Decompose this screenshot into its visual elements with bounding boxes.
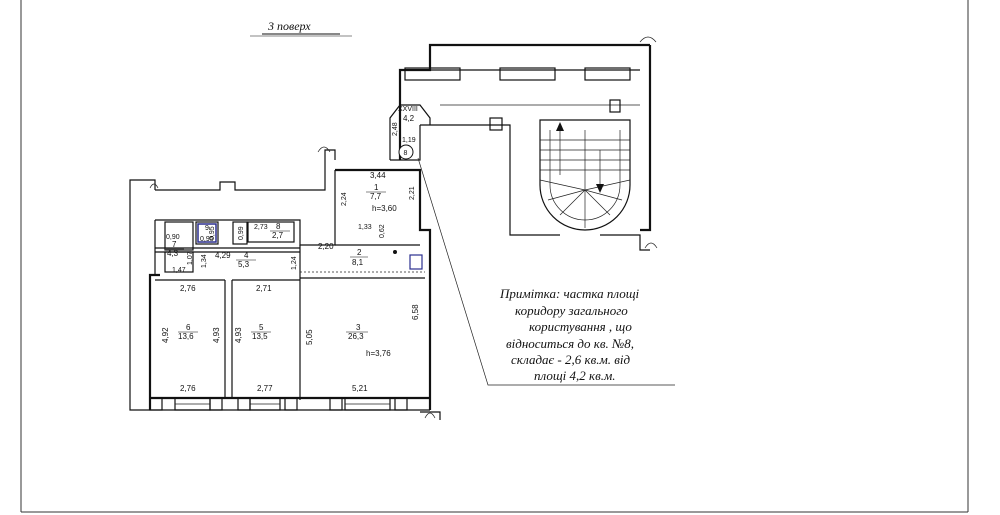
windows (149, 397, 408, 411)
dim-224: 2,24 (341, 192, 348, 206)
stove-fixture (409, 254, 423, 270)
dim-220: 2,20 (318, 242, 334, 251)
note-line-3: користування , що (529, 319, 632, 334)
dim-099: 0,99 (238, 226, 245, 240)
room-6-area: 13,6 (178, 332, 194, 341)
note-line-1: Примітка: частка площі (499, 286, 640, 301)
dim-344: 3,44 (370, 171, 386, 180)
room-4-area: 5,3 (238, 260, 250, 269)
room-9-area: 0,95 (209, 226, 216, 240)
dim-221: 2,21 (409, 186, 416, 200)
dim-273: 2,73 (254, 224, 268, 231)
room-3-height: h=3,76 (366, 349, 391, 358)
room-5-number: 5 (259, 323, 264, 332)
room-7-area: 4,3 (167, 249, 179, 258)
dim-276-top: 2,76 (180, 284, 196, 293)
room-3-area: 26,3 (348, 332, 364, 341)
dim-090: 0,90 (166, 234, 180, 241)
room-8-area: 2,7 (272, 231, 284, 240)
room-9-number: 9 (205, 225, 209, 232)
dim-658: 6,58 (411, 304, 420, 320)
dim-505: 5,05 (305, 329, 314, 345)
dim-492: 4,92 (161, 327, 170, 343)
dim-107: 1,07 (187, 251, 194, 265)
dim-062: 0,62 (379, 224, 386, 238)
sheet-frame (20, 0, 969, 513)
dim-095: 0,95 (200, 236, 214, 243)
note-line-2: коридору загального (515, 303, 628, 318)
context-walls (129, 146, 441, 420)
apartment-marker-number: 8 (404, 150, 408, 157)
bathroom-fixture (197, 223, 217, 243)
room-5-area: 13,5 (252, 332, 268, 341)
staircase-block (398, 36, 658, 251)
dim-124: 1,24 (291, 256, 298, 270)
note-block: Примітка: частка площі коридору загально… (499, 286, 640, 383)
corridor-area: 4,2 (403, 114, 415, 123)
dim-521: 5,21 (352, 384, 368, 393)
room-2-number: 2 (357, 248, 362, 257)
room-4-number: 4 (244, 251, 249, 260)
note-line-5: складає - 2,6 кв.м. від (511, 352, 631, 367)
room-3-number: 3 (356, 323, 361, 332)
dim-134: 1,34 (201, 254, 208, 268)
room-1-area: 7,7 (370, 192, 382, 201)
dim-271: 2,71 (256, 284, 272, 293)
floor-title: 3 поверх (267, 19, 311, 33)
room-2-area: 8,1 (352, 258, 364, 267)
dim-493-a: 4,93 (212, 327, 221, 343)
corridor-number: XXVIII (398, 106, 418, 113)
dim-119: 1,19 (402, 137, 416, 144)
room-7-number: 7 (172, 240, 177, 249)
riser-dot (393, 250, 397, 254)
dim-133: 1,33 (358, 224, 372, 231)
note-line-4: відноситься до кв. №8, (506, 336, 634, 351)
dim-276-bottom: 2,76 (180, 384, 196, 393)
room-6-number: 6 (186, 323, 191, 332)
dim-277: 2,77 (257, 384, 273, 393)
note-line-6: площі 4,2 кв.м. (534, 368, 616, 383)
room-8-number: 8 (276, 222, 281, 231)
dim-248: 2,48 (392, 122, 399, 136)
corridor-xxviii (389, 104, 431, 161)
apartment-marker (398, 144, 414, 160)
dim-493-b: 4,93 (234, 327, 243, 343)
room-1-number: 1 (374, 183, 379, 192)
note-leader-line (417, 157, 675, 386)
dim-429: 4,29 (215, 251, 231, 260)
dim-147: 1,47 (172, 267, 186, 274)
room-1-height: h=3,60 (372, 204, 397, 213)
